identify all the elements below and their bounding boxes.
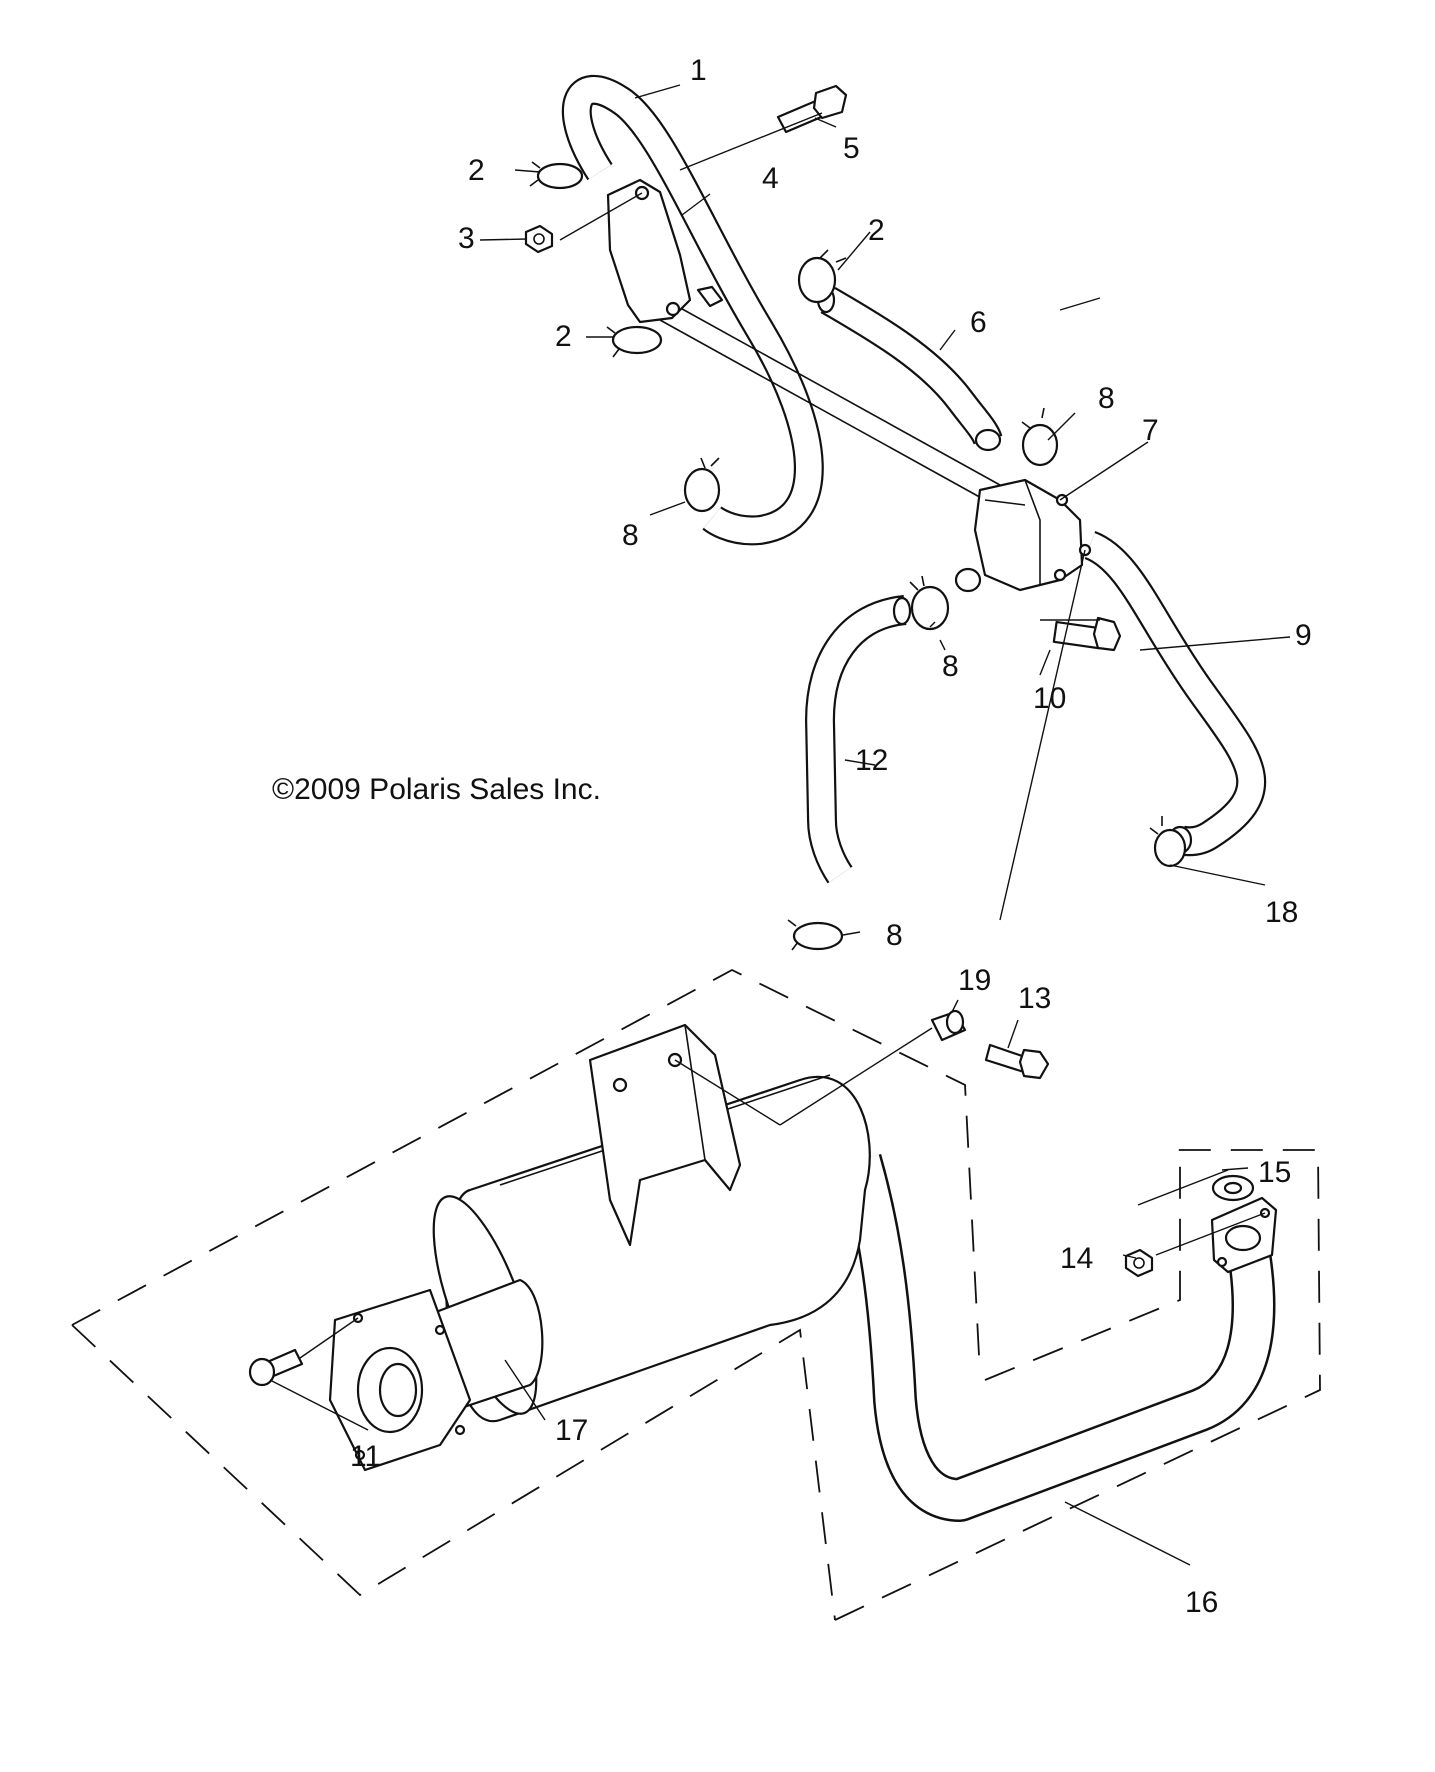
callout-8a: 8	[622, 519, 639, 552]
callout-14: 14	[1060, 1242, 1093, 1275]
callout-19: 19	[958, 964, 991, 997]
muffler-bracket	[588, 1023, 742, 1247]
callout-8c: 8	[942, 650, 959, 683]
callout-12: 12	[855, 744, 888, 777]
hose-1	[561, 74, 824, 546]
mounting-lines	[659, 304, 1001, 501]
clamp-2a	[529, 161, 584, 190]
callout-6: 6	[970, 306, 987, 339]
copyright-notice: ©2009 Polaris Sales Inc.	[272, 773, 601, 806]
bolt-10	[1052, 616, 1122, 652]
callout-3: 3	[458, 222, 475, 255]
hose-12	[805, 595, 912, 884]
muffler-17	[328, 1074, 871, 1472]
callout-2a: 2	[468, 154, 485, 187]
callout-13: 13	[1018, 982, 1051, 1015]
callout-17: 17	[555, 1414, 588, 1447]
bolt-13	[984, 1043, 1050, 1080]
gasket-15	[1211, 1174, 1255, 1202]
callout-2b: 2	[868, 214, 885, 247]
callout-10: 10	[1033, 682, 1066, 715]
exhaust-pipe-16	[838, 1153, 1278, 1522]
callout-9: 9	[1295, 619, 1312, 652]
muffler-assembly-outline	[71, 968, 1321, 1621]
valve-body-4	[606, 178, 724, 324]
clamp-8b	[1021, 407, 1059, 467]
bolt-5	[776, 84, 848, 134]
callout-8d: 8	[886, 919, 903, 952]
callout-15: 15	[1258, 1156, 1291, 1189]
valve-7	[954, 478, 1092, 593]
spacer-19	[930, 1009, 967, 1042]
clamp-2b	[797, 249, 847, 304]
callout-2c: 2	[555, 320, 572, 353]
callout-16: 16	[1185, 1586, 1218, 1619]
hose-9	[1083, 530, 1267, 857]
callout-4: 4	[762, 162, 779, 195]
bolt-11	[248, 1348, 304, 1387]
clamp-8d	[787, 919, 844, 951]
clamp-8c	[909, 575, 950, 631]
clamp-18	[1149, 816, 1187, 868]
callout-7: 7	[1142, 414, 1159, 447]
callout-5: 5	[843, 132, 860, 165]
callouts: 1 2 2 2 3 4 5 6 7 8 8 8 8 9 10 11 12 13 …	[350, 54, 1312, 1619]
callout-18: 18	[1265, 896, 1298, 929]
callout-8b: 8	[1098, 382, 1115, 415]
nut-14	[1124, 1248, 1154, 1278]
leader-lines	[269, 84, 1291, 1566]
clamp-8a	[683, 457, 721, 513]
clamp-2c	[606, 325, 663, 358]
nut-3	[524, 224, 554, 254]
callout-1: 1	[690, 54, 707, 87]
callout-11: 11	[350, 1440, 381, 1473]
